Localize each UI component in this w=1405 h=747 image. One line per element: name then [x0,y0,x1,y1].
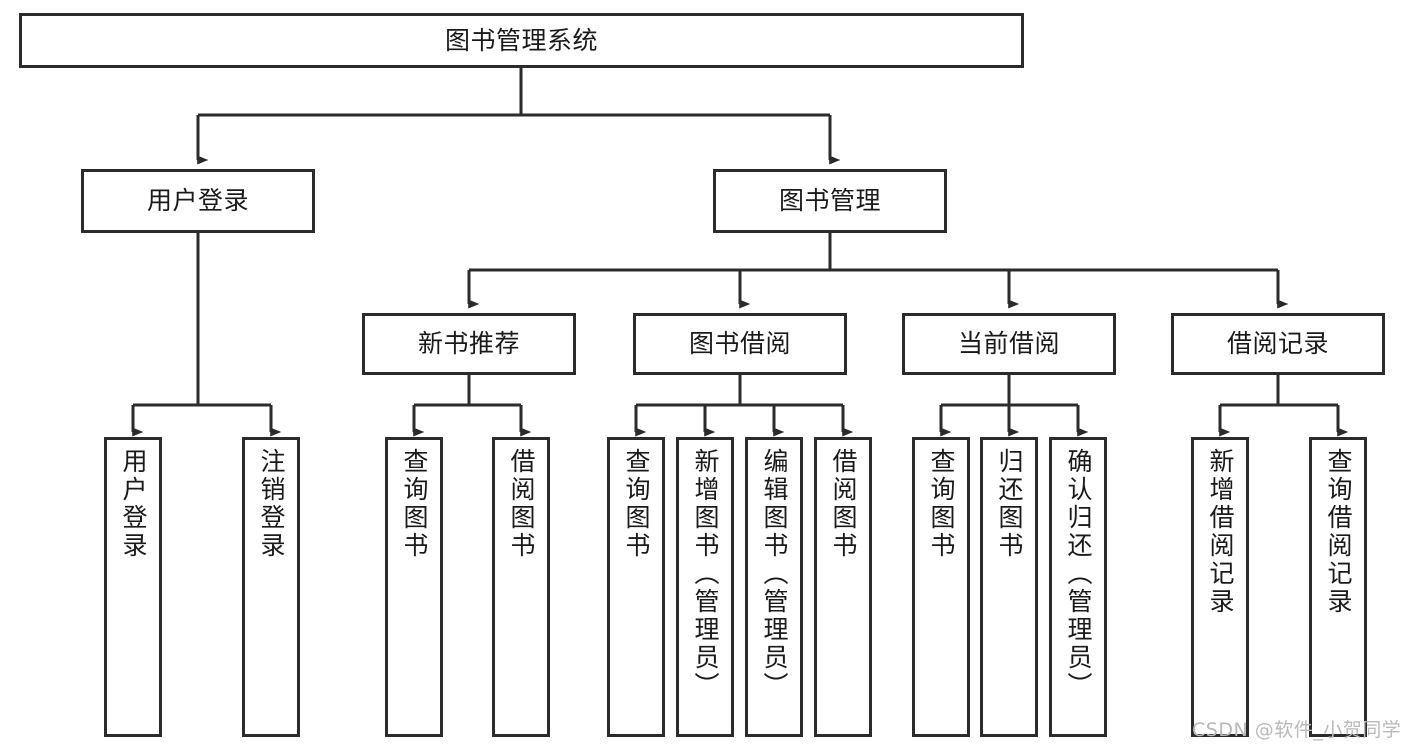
node-leaf-query-book-1-label: 查询图书 [400,448,429,560]
node-leaf-user-login-label: 用户登录 [119,448,148,560]
node-leaf-borrow-book-2[interactable]: 借阅图书 [814,437,872,737]
node-new-book-recommend-label: 新书推荐 [417,329,520,358]
node-leaf-query-book-3-label: 查询图书 [927,448,956,560]
node-book-borrow[interactable]: 图书借阅 [633,313,847,375]
node-leaf-logout-login-label: 注销登录 [257,448,286,560]
node-leaf-borrow-book-1[interactable]: 借阅图书 [492,437,550,737]
node-borrow-record-label: 借阅记录 [1226,329,1329,358]
node-leaf-add-book-admin[interactable]: 新增图书（管理员） [676,437,734,737]
node-leaf-return-book[interactable]: 归还图书 [980,437,1038,737]
node-borrow-record[interactable]: 借阅记录 [1171,313,1385,375]
node-leaf-user-login[interactable]: 用户登录 [104,437,162,737]
node-leaf-query-book-2[interactable]: 查询图书 [607,437,665,737]
node-leaf-add-book-admin-label: 新增图书（管理员） [691,448,720,700]
node-leaf-add-borrow-record-label: 新增借阅记录 [1206,448,1235,616]
node-current-borrow[interactable]: 当前借阅 [902,313,1116,375]
node-book-management-label: 图书管理 [778,186,881,215]
node-book-management[interactable]: 图书管理 [713,169,947,233]
node-user-login[interactable]: 用户登录 [81,169,315,233]
node-leaf-return-book-label: 归还图书 [995,448,1024,560]
node-leaf-logout-login[interactable]: 注销登录 [242,437,300,737]
node-leaf-query-book-3[interactable]: 查询图书 [912,437,970,737]
node-leaf-query-borrow-record-label: 查询借阅记录 [1324,448,1353,616]
node-leaf-confirm-return-admin-label: 确认归还（管理员） [1064,448,1093,700]
node-leaf-add-borrow-record[interactable]: 新增借阅记录 [1191,437,1249,737]
node-leaf-edit-book-admin[interactable]: 编辑图书（管理员） [745,437,803,737]
node-leaf-query-borrow-record[interactable]: 查询借阅记录 [1309,437,1367,737]
node-book-borrow-label: 图书借阅 [688,329,791,358]
node-leaf-edit-book-admin-label: 编辑图书（管理员） [760,448,789,700]
node-leaf-borrow-book-2-label: 借阅图书 [829,448,858,560]
node-leaf-query-book-2-label: 查询图书 [622,448,651,560]
node-root-system[interactable]: 图书管理系统 [19,13,1024,68]
node-new-book-recommend[interactable]: 新书推荐 [362,313,576,375]
node-current-borrow-label: 当前借阅 [957,329,1060,358]
node-leaf-confirm-return-admin[interactable]: 确认归还（管理员） [1049,437,1107,737]
node-leaf-query-book-1[interactable]: 查询图书 [385,437,443,737]
node-user-login-label: 用户登录 [146,186,249,215]
node-root-system-label: 图书管理系统 [444,25,598,55]
node-leaf-borrow-book-1-label: 借阅图书 [507,448,536,560]
